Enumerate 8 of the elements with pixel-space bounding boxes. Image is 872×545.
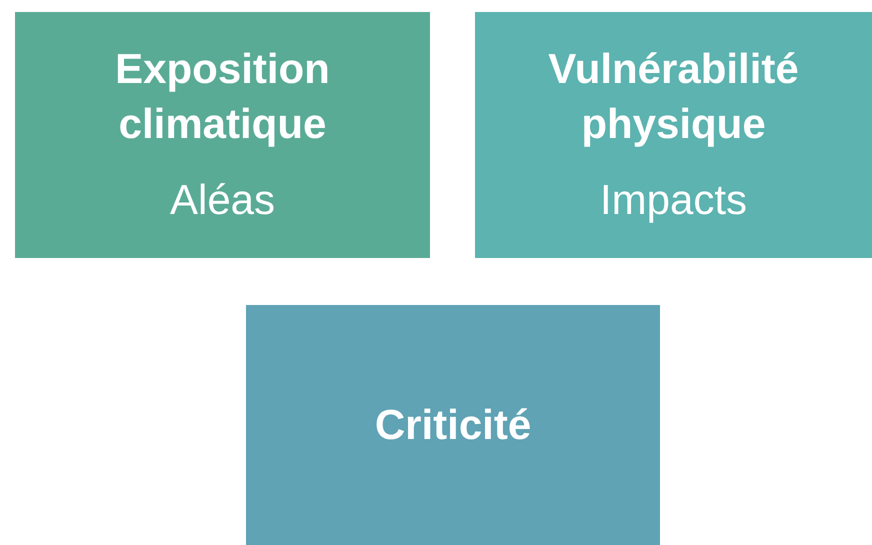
process-box — [246, 305, 660, 545]
box-subtitle: Aléas — [170, 175, 276, 226]
box-subtitle: Impacts — [600, 175, 748, 226]
box-title: Criticité — [374, 400, 532, 450]
box-title: Exposition climatique — [114, 44, 331, 149]
box-title: Vulnérabilité physique — [547, 44, 800, 149]
process-box — [475, 12, 872, 258]
process-box — [15, 12, 430, 258]
